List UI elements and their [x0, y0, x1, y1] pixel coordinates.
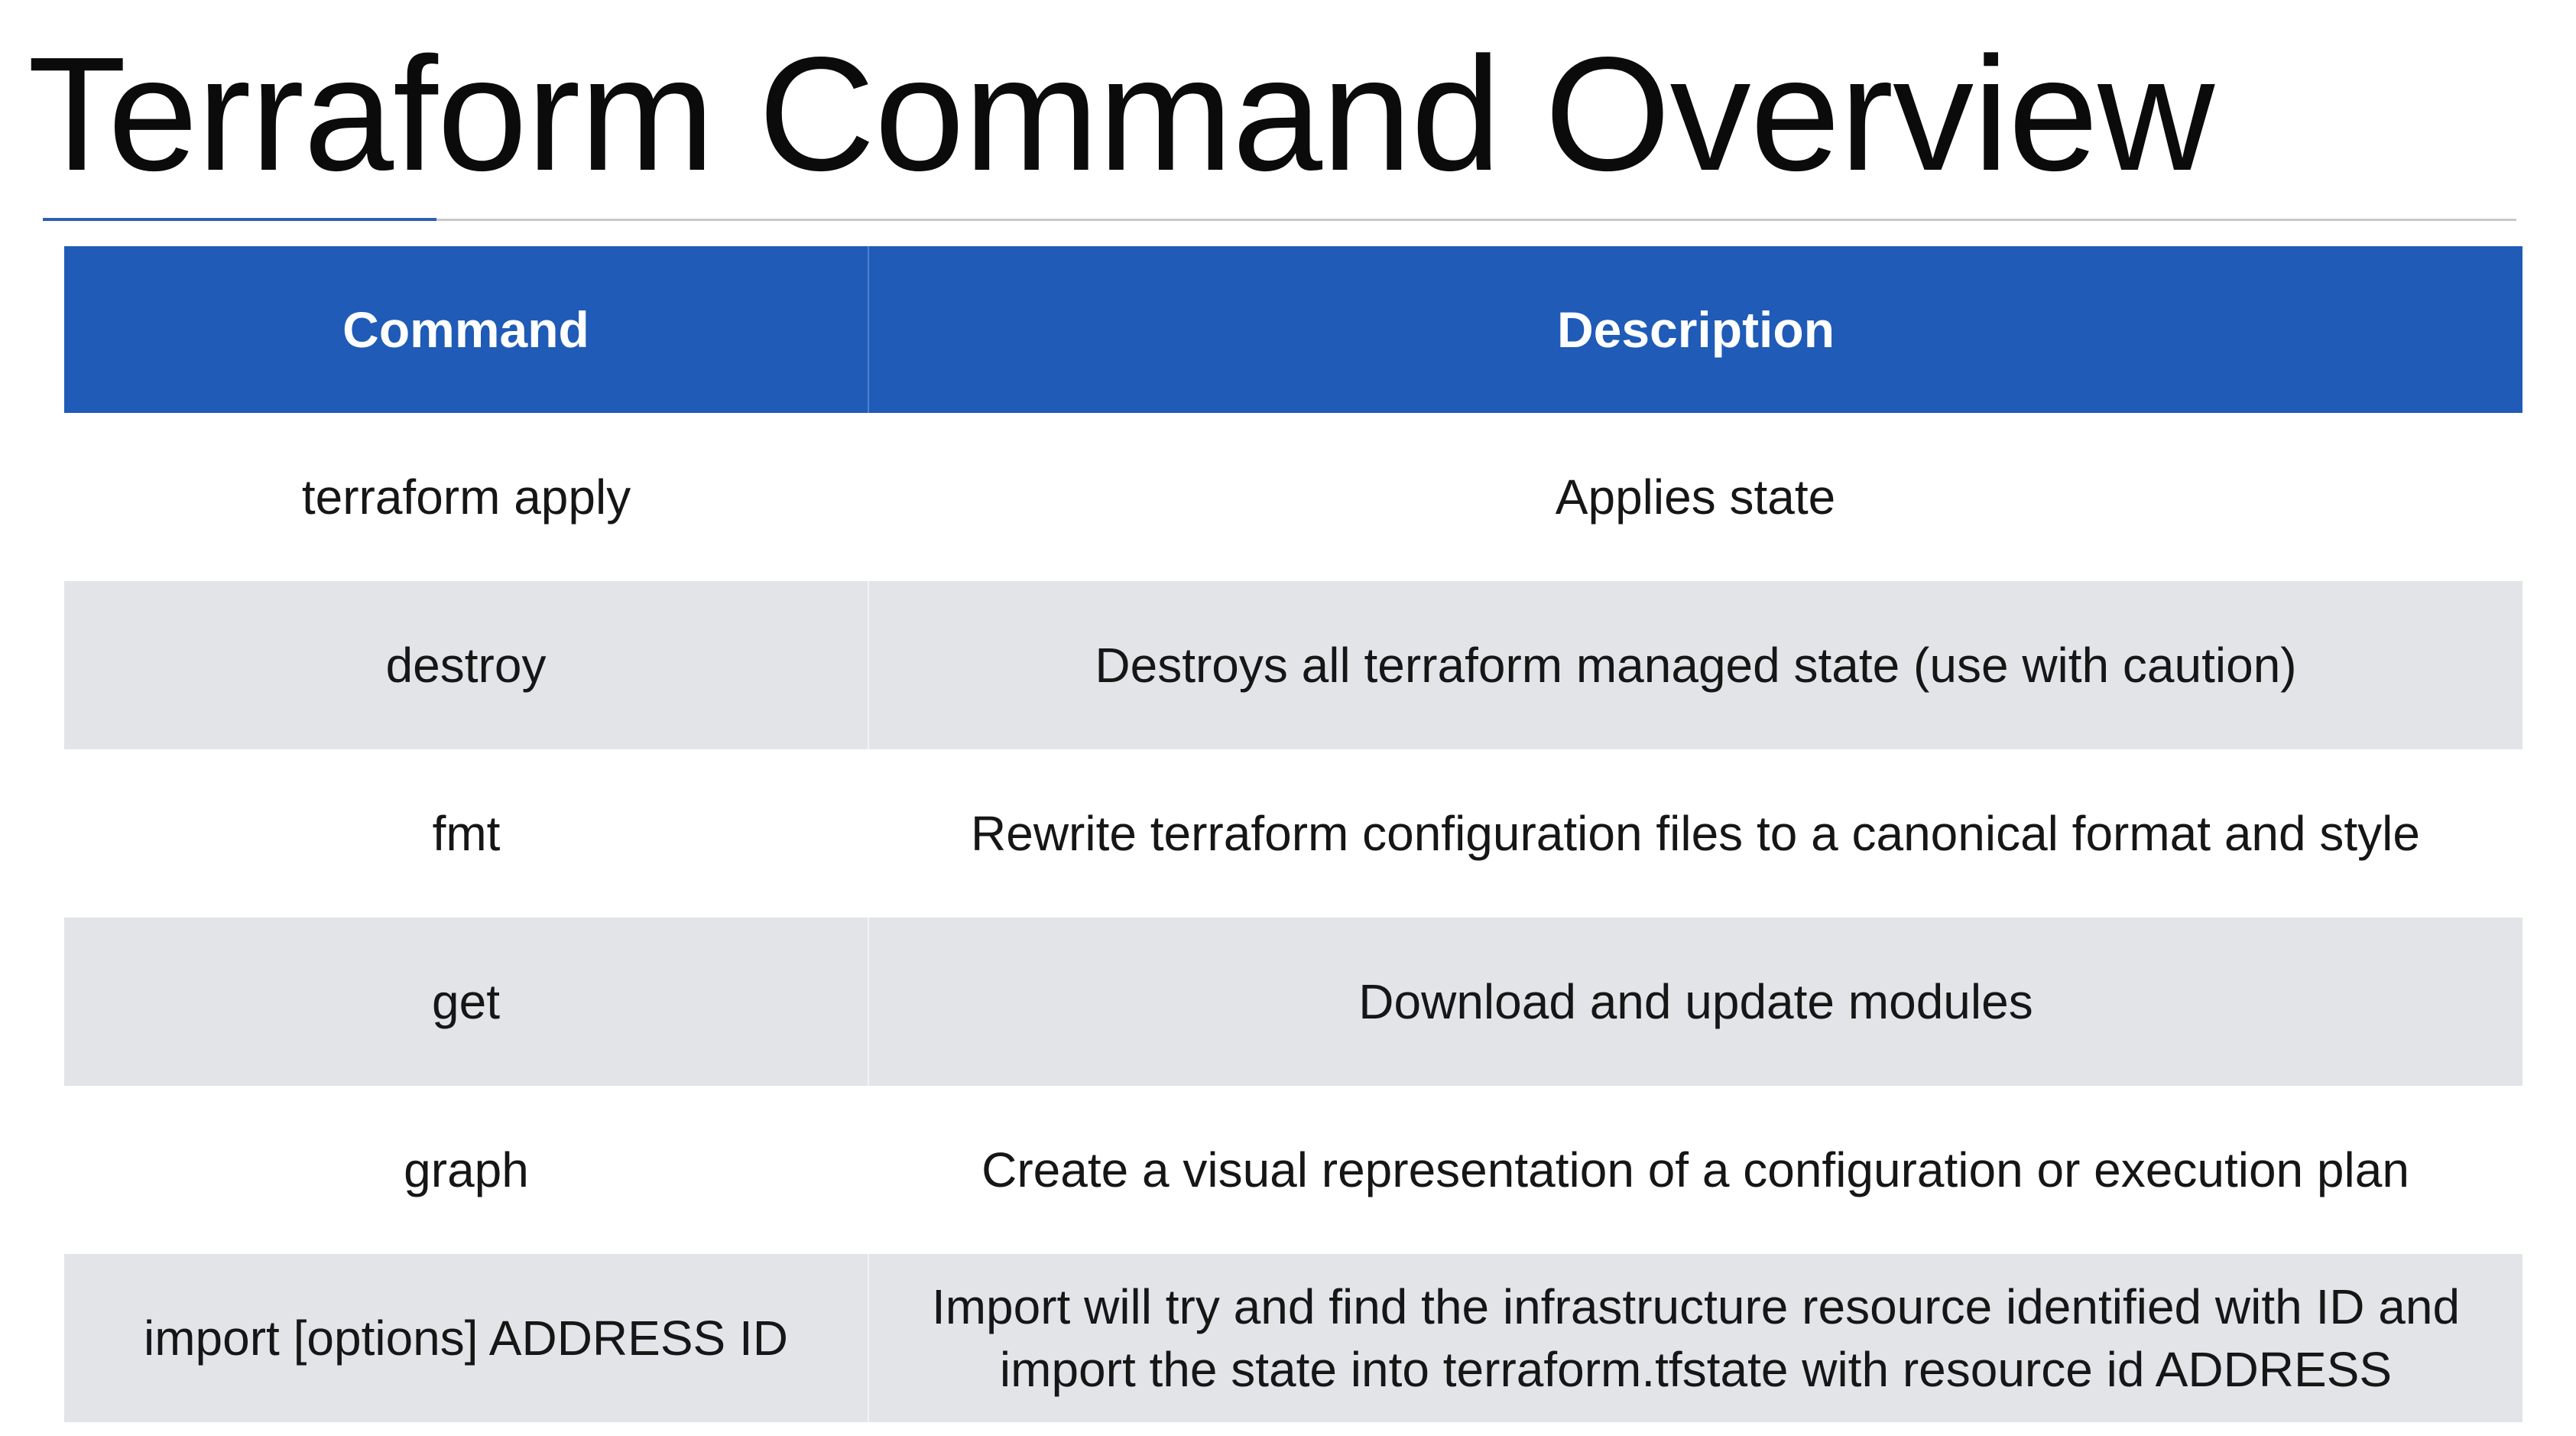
table-row: fmt Rewrite terraform configuration file…: [64, 749, 2522, 918]
command-cell: import [options] ADDRESS ID: [64, 1254, 868, 1422]
command-cell: terraform apply: [64, 413, 868, 581]
description-cell: Download and update modules: [868, 918, 2522, 1086]
description-cell: Rewrite terraform configuration files to…: [868, 749, 2522, 918]
command-cell: destroy: [64, 581, 868, 749]
table-row: terraform apply Applies state: [64, 413, 2522, 581]
column-header-command: Command: [64, 246, 868, 413]
command-table: Command Description terraform apply Appl…: [64, 246, 2522, 1422]
table-header-row: Command Description: [64, 246, 2522, 413]
column-header-description: Description: [868, 246, 2522, 413]
slide-title: Terraform Command Overview: [28, 23, 2214, 204]
description-cell: Destroys all terraform managed state (us…: [868, 581, 2522, 749]
table-row: get Download and update modules: [64, 918, 2522, 1086]
description-cell: Import will try and find the infrastruct…: [868, 1254, 2522, 1422]
description-cell: Create a visual representation of a conf…: [868, 1086, 2522, 1254]
description-cell: Applies state: [868, 413, 2522, 581]
table-row: destroy Destroys all terraform managed s…: [64, 581, 2522, 749]
command-cell: graph: [64, 1086, 868, 1254]
command-cell: get: [64, 918, 868, 1086]
table-row: graph Create a visual representation of …: [64, 1086, 2522, 1254]
command-cell: fmt: [64, 749, 868, 918]
table-row: import [options] ADDRESS ID Import will …: [64, 1254, 2522, 1422]
title-divider: [43, 219, 2516, 221]
title-divider-accent: [43, 218, 436, 221]
